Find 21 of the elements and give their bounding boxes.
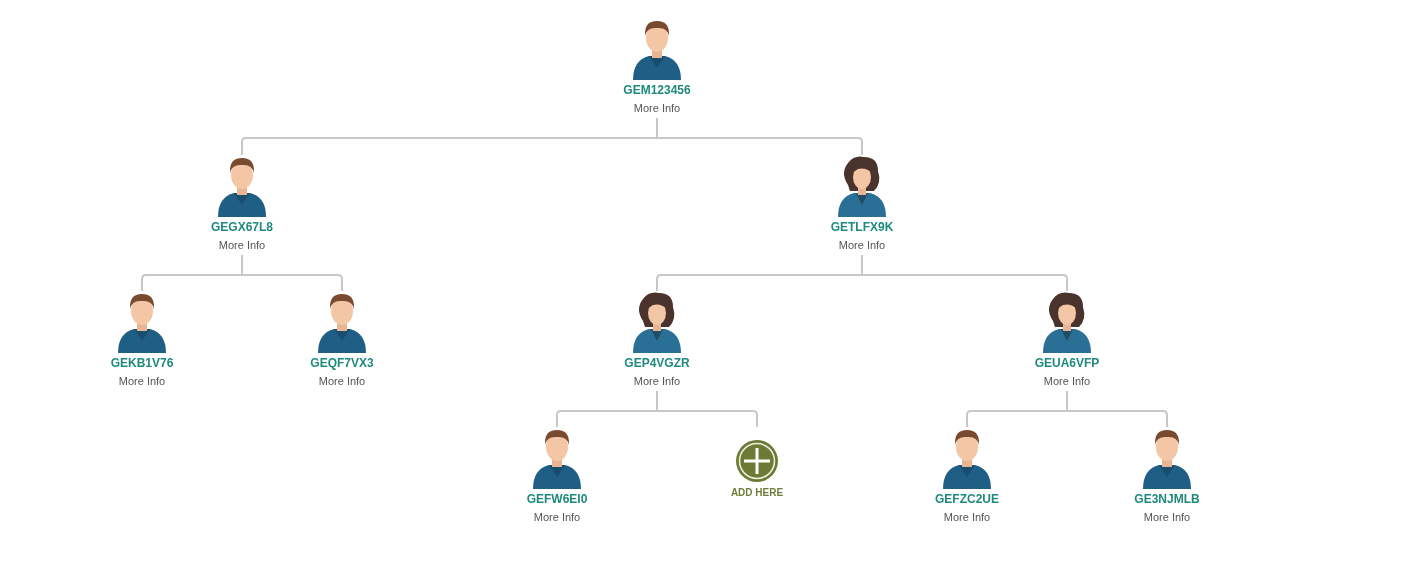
more-info-link: More Info bbox=[1043, 374, 1091, 388]
more-info-link: More Info bbox=[633, 374, 681, 388]
more-info-link: More Info bbox=[943, 510, 991, 524]
more-info-link: More Info bbox=[633, 101, 681, 115]
more-info-link: More Info bbox=[218, 238, 266, 252]
add-link: ADD HERE bbox=[730, 486, 784, 499]
member-id: GEP4VGZR bbox=[624, 356, 690, 371]
member-id: GETLFX9K bbox=[830, 220, 894, 235]
member-id: GEM123456 bbox=[623, 83, 691, 98]
member-id: GE3NJMLB bbox=[1134, 492, 1200, 507]
member-id: GEGX67L8 bbox=[211, 220, 273, 235]
member-id: GEQF7VX3 bbox=[310, 356, 374, 371]
more-info-link: More Info bbox=[318, 374, 366, 388]
member-id: GEFW6EI0 bbox=[526, 492, 588, 507]
more-info-link: More Info bbox=[533, 510, 581, 524]
more-info-link: More Info bbox=[118, 374, 166, 388]
more-info-link: More Info bbox=[838, 238, 886, 252]
more-info-link: More Info bbox=[1143, 510, 1191, 524]
member-id: GEKB1V76 bbox=[110, 356, 174, 371]
member-id: GEFZC2UE bbox=[935, 492, 999, 507]
member-id: GEUA6VFP bbox=[1034, 356, 1100, 371]
